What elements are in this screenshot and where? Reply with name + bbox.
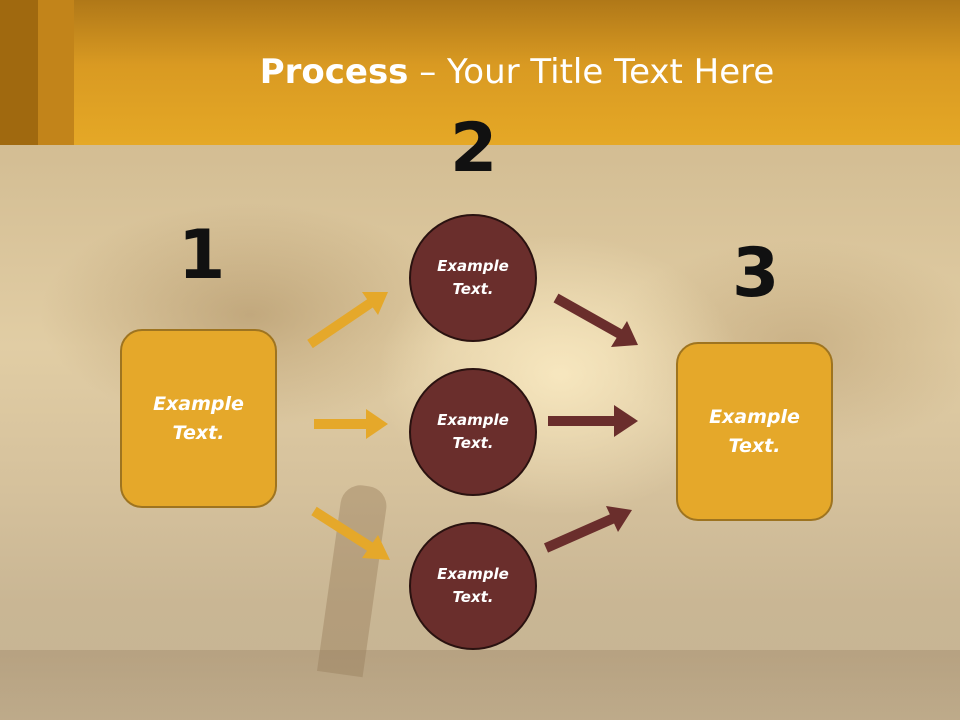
- step-number-1: 1: [178, 216, 226, 295]
- header-accent-dark: [0, 0, 38, 145]
- header-accent-mid: [38, 0, 74, 145]
- arrow-top-to-3: [553, 293, 623, 339]
- arrow-1-to-top-head: [362, 292, 388, 315]
- circle-middle-text: Example Text.: [437, 411, 509, 452]
- title-rest: – Your Title Text Here: [408, 52, 775, 92]
- arrow-1-to-bottom: [311, 506, 375, 553]
- arrow-1-to-middle-head: [366, 409, 388, 439]
- circle-top-text: Example Text.: [437, 257, 509, 298]
- step-3-box-text: Example Text.: [709, 405, 800, 457]
- step-number-3: 3: [732, 234, 780, 313]
- arrow-bottom-to-3: [543, 513, 617, 553]
- step-2-circle-top: Example Text.: [409, 214, 537, 342]
- step-3-box: Example Text.: [676, 342, 833, 521]
- arrow-1-to-bottom-head: [362, 535, 390, 560]
- title-bold: Process: [259, 52, 409, 92]
- arrow-top-to-3-head: [611, 321, 638, 347]
- arrow-1-to-top: [307, 297, 375, 349]
- slide-title: Process – Your Title Text Here: [74, 52, 960, 92]
- cattle-silhouettes: [0, 650, 960, 720]
- step-number-2: 2: [450, 109, 498, 188]
- title-band: Process – Your Title Text Here: [0, 0, 960, 145]
- step-1-box: Example Text.: [120, 329, 277, 508]
- step-2-circle-middle: Example Text.: [409, 368, 537, 496]
- step-1-box-text: Example Text.: [153, 392, 244, 444]
- arrow-bottom-to-3-head: [606, 506, 632, 532]
- circle-bottom-text: Example Text.: [437, 565, 509, 606]
- arrow-middle-to-3-head: [614, 405, 638, 437]
- step-2-circle-bottom: Example Text.: [409, 522, 537, 650]
